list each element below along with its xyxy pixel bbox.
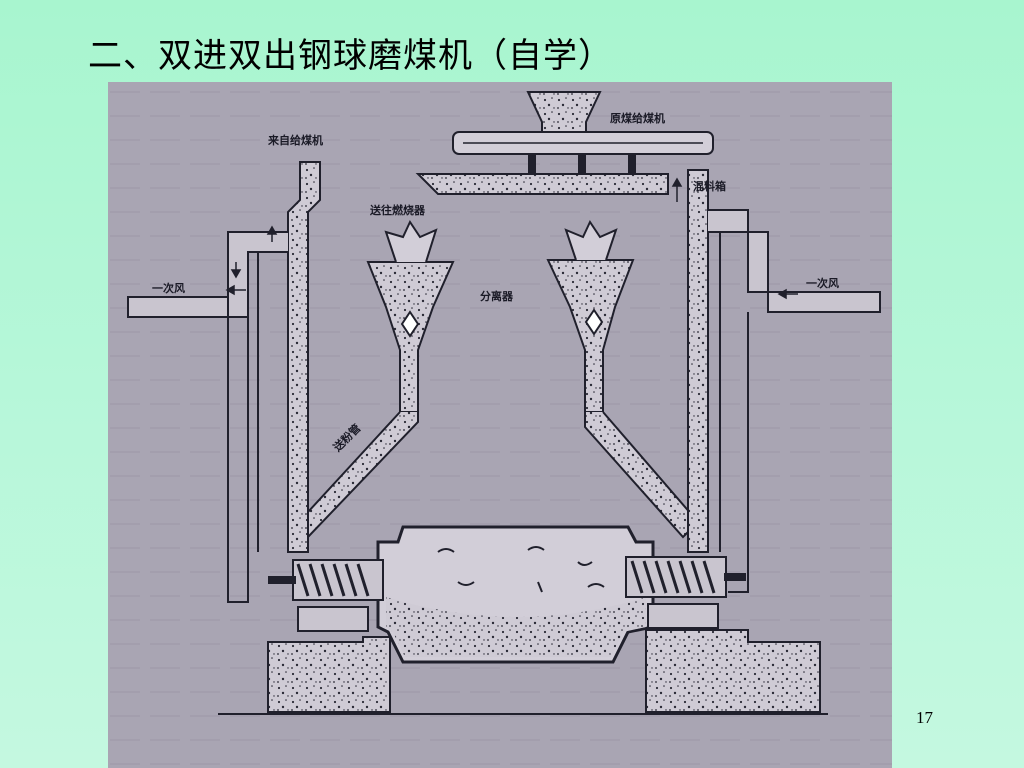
label-primary-air-left: 一次风 (152, 281, 185, 295)
right-separator (546, 219, 700, 539)
flow-arrows (225, 177, 798, 300)
left-feed-pipe (127, 161, 321, 603)
foundation (218, 629, 828, 715)
trunnion-right (625, 556, 746, 629)
ball-mill-diagram: 来自给煤机 原煤给煤机 混料箱 送往燃烧器 一次风 一次风 分离器 送粉管 (108, 82, 892, 768)
page-number: 17 (916, 708, 933, 727)
left-separator (307, 219, 455, 540)
slide-title: 二、双进双出钢球磨煤机（自学） (88, 36, 613, 76)
right-feed-pipe (687, 169, 881, 593)
label-to-burner: 送往燃烧器 (369, 203, 426, 217)
label-mixing-box: 混料箱 (693, 179, 726, 193)
label-raw-coal-feeder: 原煤给煤机 (610, 111, 665, 125)
mill-drum (376, 525, 655, 664)
diagram-photo: 来自给煤机 原煤给煤机 混料箱 送往燃烧器 一次风 一次风 分离器 送粉管 (108, 82, 892, 768)
label-from-feeder: 来自给煤机 (267, 133, 323, 147)
label-primary-air-right: 一次风 (806, 276, 839, 290)
trunnion-left (268, 559, 384, 632)
raw-coal-feeder (415, 91, 714, 195)
label-separator: 分离器 (480, 289, 514, 303)
